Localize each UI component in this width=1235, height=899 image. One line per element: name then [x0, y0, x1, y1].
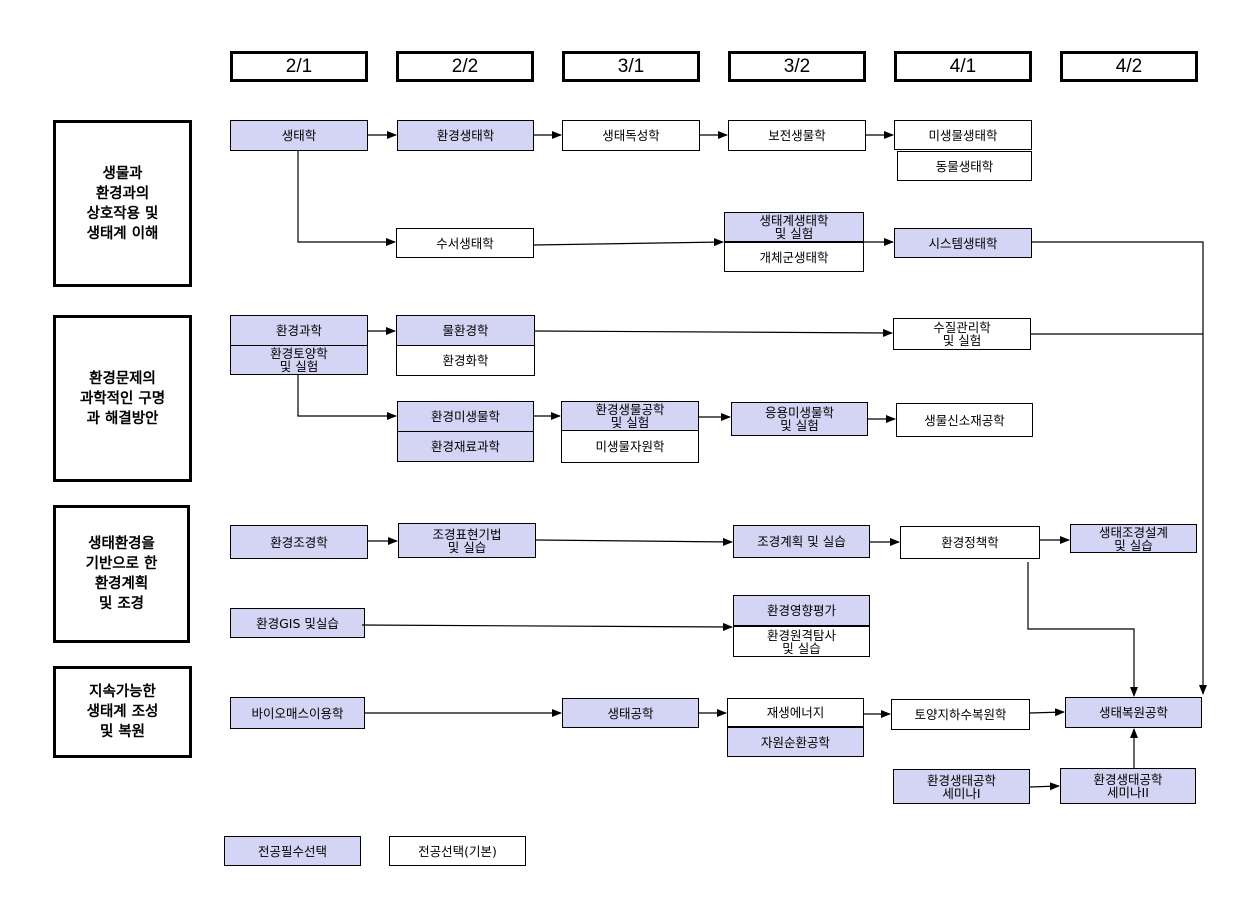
course-ecological-landscape-design: 생태조경설계 및 실습: [1070, 524, 1197, 553]
course-environmental-chemistry: 환경화학: [396, 345, 535, 376]
arrow-representation-to-planning: [535, 537, 733, 546]
course-soil-science-lab: 환경토양학 및 실험: [230, 345, 368, 375]
arrow-aquatic-to-ecosystem: [533, 238, 724, 247]
course-ecosystem-ecology-lab: 생태계생태학 및 실험: [724, 212, 864, 242]
course-resource-circulation: 자원순환공학: [727, 727, 864, 757]
category-environmental-planning: 생태환경을 기반으로 한 환경계획 및 조경: [53, 505, 190, 643]
arrow-systems-to-restoration: [1032, 241, 1207, 695]
course-applied-microbiology-lab: 응용미생물학 및 실험: [731, 402, 868, 436]
arrow-envscience-to-microbiology: [297, 375, 397, 420]
course-environmental-impact-assessment: 환경영향평가: [733, 595, 870, 626]
course-conservation-biology: 보전생물학: [728, 120, 866, 151]
course-environmental-gis: 환경GIS 및실습: [230, 608, 365, 638]
course-environmental-landscaping: 환경조경학: [230, 525, 368, 559]
course-microbial-resources: 미생물자원학: [561, 430, 699, 463]
course-renewable-energy: 재생에너지: [727, 698, 864, 727]
course-landscape-planning: 조경계획 및 실습: [733, 525, 870, 558]
semester-header-2-1: 2/1: [230, 51, 368, 82]
arrow-water-to-waterquality: [534, 328, 893, 337]
course-population-ecology: 개체군생태학: [724, 242, 864, 272]
course-aquatic-ecology: 수서생태학: [396, 228, 534, 258]
course-environmental-science: 환경과학: [230, 315, 368, 346]
arrow-seminar1-to-seminar2: [1029, 782, 1060, 791]
course-ecology: 생태학: [230, 120, 368, 151]
course-systems-ecology: 시스템생태학: [894, 228, 1032, 258]
course-microbial-ecology: 미생물생태학: [894, 120, 1032, 150]
category-sustainable-restoration: 지속가능한 생태계 조성 및 복원: [53, 666, 192, 758]
course-environmental-materials: 환경재료과학: [397, 431, 534, 462]
semester-header-2-2: 2/2: [396, 51, 534, 82]
course-landscape-representation: 조경표현기법 및 실습: [398, 523, 536, 558]
semester-header-4-1: 4/1: [894, 51, 1032, 82]
semester-header-4-2: 4/2: [1060, 51, 1198, 82]
legend-optional: 전공선택(기본): [389, 836, 526, 866]
course-ecotoxicology: 생태독성학: [562, 120, 700, 151]
course-water-environment: 물환경학: [396, 315, 535, 346]
course-environmental-biotech-lab: 환경생물공학 및 실험: [561, 401, 699, 431]
semester-header-3-1: 3/1: [562, 51, 700, 82]
course-biomass-utilization: 바이오매스이용학: [230, 697, 365, 729]
course-environmental-policy: 환경정책학: [900, 526, 1040, 559]
category-ecology-understanding: 생물과 환경과의 상호작용 및 생태계 이해: [53, 120, 192, 287]
course-remote-sensing-lab: 환경원격탐사 및 실습: [733, 625, 870, 657]
course-seminar-2: 환경생태공학 세미나II: [1060, 768, 1196, 804]
arrow-gis-to-impact: [361, 622, 733, 631]
arrow-policy-to-restoration: [1027, 562, 1138, 697]
category-environmental-problems: 환경문제의 과학적인 구명 과 해결방안: [53, 315, 192, 482]
course-animal-ecology: 동물생태학: [897, 151, 1032, 181]
arrow-soil-remediation-to-restoration: [1029, 708, 1065, 717]
course-biomaterials-engineering: 생물신소재공학: [896, 403, 1033, 437]
course-environmental-ecology: 환경생태학: [397, 120, 534, 151]
course-environmental-microbiology: 환경미생물학: [397, 401, 534, 432]
course-water-quality-lab: 수질관리학 및 실험: [893, 318, 1031, 350]
course-ecological-restoration: 생태복원공학: [1065, 697, 1202, 728]
legend-required: 전공필수선택: [224, 836, 361, 866]
course-soil-groundwater-remediation: 토양지하수복원학: [891, 699, 1030, 730]
semester-header-3-2: 3/2: [728, 51, 866, 82]
course-seminar-1: 환경생태공학 세미나I: [893, 769, 1030, 804]
course-ecological-engineering: 생태공학: [562, 698, 699, 728]
arrow-ecology-to-aquatic: [297, 151, 396, 246]
